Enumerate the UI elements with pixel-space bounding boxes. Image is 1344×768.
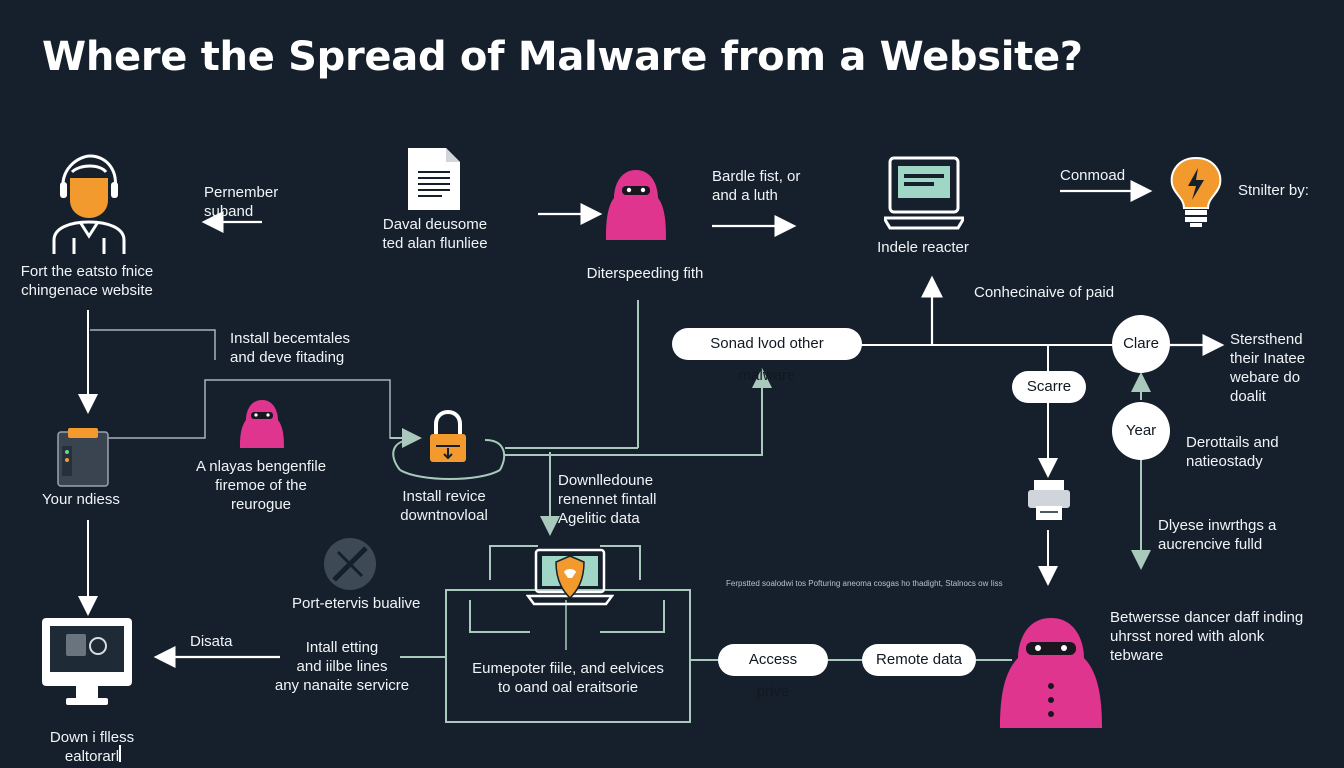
server-icon (57, 428, 109, 487)
user-caption: Fort the eatsto fnice chingenace website (20, 263, 154, 299)
server-caption: Your ndiess (42, 491, 120, 508)
clare-node: Clare (1112, 315, 1170, 373)
laptop-caption: Indele reacter (877, 239, 969, 256)
right-bottom-label: Betwersse dancer daff inding uhrsst nore… (1110, 609, 1304, 664)
document-caption: Daval deusome ted alan flunliee (382, 216, 488, 252)
connect-caption: Conhecinaive of paid (974, 284, 1115, 301)
install-top-label: Install becemtales and deve fitading (230, 330, 351, 366)
right-low-label: Dlyese inwrthgs a aucrencive fulld (1158, 517, 1277, 553)
hacker-icon (606, 170, 666, 240)
box-caption: Eumepoter fiile, and eelvices to oand oa… (472, 660, 664, 696)
user-icon (52, 154, 126, 254)
bandle-label: Bardle fist, or and a luth (712, 168, 801, 204)
access-prive-node: Access prive (718, 644, 828, 700)
scarre-node: Scarre (1012, 371, 1086, 403)
small-note: Ferpstted soalodwi tos Pofturing aneoma … (726, 579, 1003, 588)
malware-badge-icon (526, 548, 614, 606)
remote-data-node: Remote data (862, 644, 976, 676)
right-mid-label: Derottails and natieostady (1186, 434, 1279, 470)
disata-label: Disata (190, 633, 233, 650)
hacker-mid-caption: A nlayas bengenfile firemoe of the reuro… (195, 458, 327, 513)
computer-icon (42, 618, 132, 705)
hacker-icon (240, 400, 284, 448)
computer-caption: Down i flless ealtorarl (49, 729, 135, 765)
bulb-caption: Stnilter by: (1238, 182, 1309, 199)
conmoad-label: Conmoad (1060, 167, 1126, 184)
printer-icon (1028, 480, 1070, 520)
hacker-icon (1000, 618, 1102, 728)
right-top-label: Stersthend their Inatee webare do doalit (1230, 331, 1306, 405)
lock-caption: Install revice downtnovloal (400, 488, 488, 524)
year-node: Year (1112, 402, 1170, 460)
lightbulb-icon (1170, 156, 1222, 227)
remember-label: Pernember suband (204, 184, 279, 220)
download-mid-label: Downlledoune renennet fintall Agelitic d… (558, 472, 657, 527)
port-caption: Port-etervis bualive (292, 595, 421, 612)
tools-icon (324, 538, 376, 590)
install-bottom-label: Intall etting and iilbe lines any nanait… (274, 639, 410, 694)
document-icon (408, 148, 460, 210)
spread-malware-node: Sonad lvod other malware (672, 328, 862, 384)
hacker-top-caption: Diterspeeding fith (586, 265, 704, 282)
page-title: Where the Spread of Malware from a Websi… (42, 34, 1083, 80)
padlock-icon (430, 410, 466, 462)
laptop-icon (884, 156, 964, 230)
